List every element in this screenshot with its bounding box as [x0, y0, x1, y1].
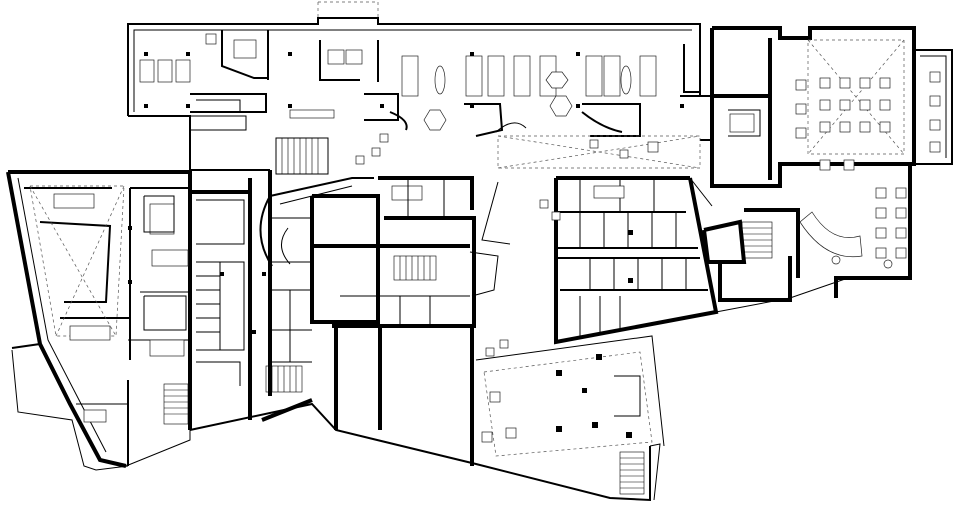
circulation — [163, 137, 773, 495]
core-walls — [188, 38, 800, 466]
north-rooms — [190, 30, 713, 141]
dashed-lines — [29, 1, 905, 457]
private-offices-east — [554, 176, 719, 345]
west-wing-rooms — [24, 187, 312, 405]
misc-rooms — [143, 109, 761, 417]
workstations — [53, 33, 863, 443]
cafe-tables — [795, 71, 941, 269]
columns — [128, 52, 684, 438]
